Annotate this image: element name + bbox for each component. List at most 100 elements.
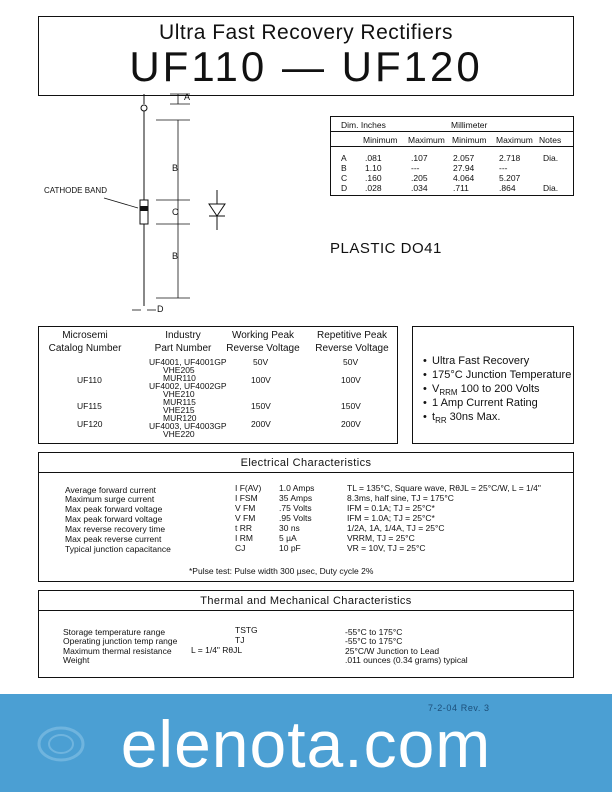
param-symbol: t RR [235, 523, 252, 533]
catalog-header: Reverse Voltage [315, 343, 389, 354]
param-condition: IFM = 1.0A; TJ = 25°C* [347, 513, 435, 523]
table-cell: 100V [251, 375, 271, 385]
param-name: Weight [63, 655, 90, 665]
param-symbol: V FM [235, 503, 256, 513]
feature-item: •1 Amp Current Rating [423, 397, 538, 409]
table-cell: C [341, 173, 348, 183]
dimension-b-letter-upper: B [172, 163, 179, 173]
dimension-b-letter-lower: B [172, 251, 179, 261]
table-cell: UF120 [77, 419, 103, 429]
table-cell: UF110 [77, 375, 102, 385]
catalog-header: Industry [165, 330, 201, 341]
package-outline-drawing [103, 93, 190, 311]
logo-mark-icon [37, 726, 85, 762]
bullet-icon: • [423, 355, 427, 367]
param-name: Maximum thermal resistance [63, 646, 172, 656]
table-cell: 200V [251, 419, 271, 429]
dim-col-header: Notes [539, 135, 562, 145]
feature-item: •175°C Junction Temperature [423, 369, 572, 381]
feature-item: •Ultra Fast Recovery [423, 355, 530, 367]
param-symbol: I FSM [235, 493, 258, 503]
thermal-mechanical-box: Thermal and Mechanical Characteristics S… [38, 590, 574, 678]
dim-header-rule [331, 131, 573, 132]
catalog-header: Part Number [154, 343, 212, 354]
cathode-band-label: CATHODE BAND [44, 186, 107, 195]
param-symbol: V FM [235, 513, 256, 523]
param-name: Average forward current [65, 485, 157, 495]
table-cell: VHE210 [163, 389, 195, 399]
param-name: Maximum surge current [65, 494, 155, 504]
electrical-characteristics-box: Electrical Characteristics Average forwa… [38, 452, 574, 582]
watermark-text: elenota.com [120, 707, 492, 781]
table-cell: 4.064 [453, 173, 475, 183]
dim-header-rule [331, 146, 573, 147]
table-cell: MUR110 [163, 373, 196, 383]
table-cell: UF115 [77, 401, 102, 411]
dimension-a-letter: A [184, 92, 191, 102]
section-title: Electrical Characteristics [240, 457, 372, 469]
table-cell: MUR115 [163, 397, 196, 407]
table-cell: .711 [453, 183, 469, 193]
catalog-header: Repetitive Peak [316, 330, 388, 341]
bullet-icon: • [423, 369, 427, 381]
param-condition: IFM = 0.1A; TJ = 25°C* [347, 503, 435, 513]
param-condition: TL = 135°C, Square wave, RθJL = 25°C/W, … [347, 483, 541, 493]
table-cell: 2.718 [499, 153, 521, 163]
param-symbol: TSTG [235, 625, 258, 635]
dimension-c-letter: C [172, 207, 179, 217]
table-cell: 5.207 [499, 173, 521, 183]
param-condition: .011 ounces (0.34 grams) typical [345, 655, 468, 665]
table-cell: 50V [253, 357, 269, 367]
revision-label: 7-2-04 Rev. 3 [428, 703, 490, 713]
param-name: Max peak forward voltage [65, 514, 163, 524]
feature-item: •tRR 30ns Max. [423, 411, 501, 426]
bullet-icon: • [423, 383, 427, 395]
param-symbol: TJ [235, 635, 245, 645]
catalog-header: Catalog Number [48, 343, 122, 354]
param-condition: 1/2A, 1A, 1/4A, TJ = 25°C [347, 523, 445, 533]
param-name: Storage temperature range [63, 627, 166, 637]
dimension-table: Dim. Inches Millimeter Minimum Maximum M… [330, 116, 574, 196]
section-rule [39, 472, 573, 473]
param-value: 10 pF [279, 543, 301, 553]
param-symbol: I F(AV) [235, 483, 262, 493]
table-cell: .160 [365, 173, 382, 183]
param-symbol: L = 1/4" RθJL [191, 645, 243, 655]
param-condition: VRRM, TJ = 25°C [347, 533, 415, 543]
param-condition: 8.3ms, half sine, TJ = 175°C [347, 493, 454, 503]
title-line-1: Ultra Fast Recovery Rectifiers [159, 21, 453, 44]
table-cell: MUR120 [163, 413, 197, 423]
table-cell: B [341, 163, 347, 173]
table-cell: 150V [341, 401, 361, 411]
param-name: Typical junction capacitance [65, 544, 171, 554]
table-cell: UF4003, UF4003GP [149, 421, 227, 431]
package-label: PLASTIC DO41 [330, 240, 442, 257]
catalog-table: Microsemi Catalog Number Industry Part N… [38, 326, 398, 444]
table-cell: D [341, 183, 348, 193]
param-condition: -55°C to 175°C [345, 636, 403, 646]
table-cell: VHE220 [163, 429, 195, 439]
table-cell: .028 [365, 183, 382, 193]
table-cell: .864 [499, 183, 516, 193]
table-cell: .034 [411, 183, 428, 193]
param-symbol: I RM [235, 533, 253, 543]
table-cell: UF4002, UF4002GP [149, 381, 227, 391]
bullet-icon: • [423, 411, 427, 423]
param-value: 35 Amps [279, 493, 313, 503]
bullet-icon: • [423, 397, 427, 409]
watermark-band [0, 694, 612, 792]
table-cell: .205 [411, 173, 428, 183]
dim-col-header: Maximum [408, 135, 445, 145]
param-condition: 25°C/W Junction to Lead [345, 646, 440, 656]
param-value: 5 µA [279, 533, 297, 543]
table-cell: UF4001, UF4001GP [149, 357, 227, 367]
pulse-test-footnote: *Pulse test: Pulse width 300 µsec, Duty … [189, 566, 374, 576]
param-condition: -55°C to 175°C [345, 627, 403, 637]
dim-col-header: Minimum [452, 135, 487, 145]
diode-symbol-icon [208, 190, 226, 230]
param-value: 30 ns [279, 523, 300, 533]
dim-col-header: Maximum [496, 135, 533, 145]
table-cell: .081 [365, 153, 382, 163]
table-cell: 50V [343, 357, 359, 367]
table-cell: 100V [341, 375, 361, 385]
